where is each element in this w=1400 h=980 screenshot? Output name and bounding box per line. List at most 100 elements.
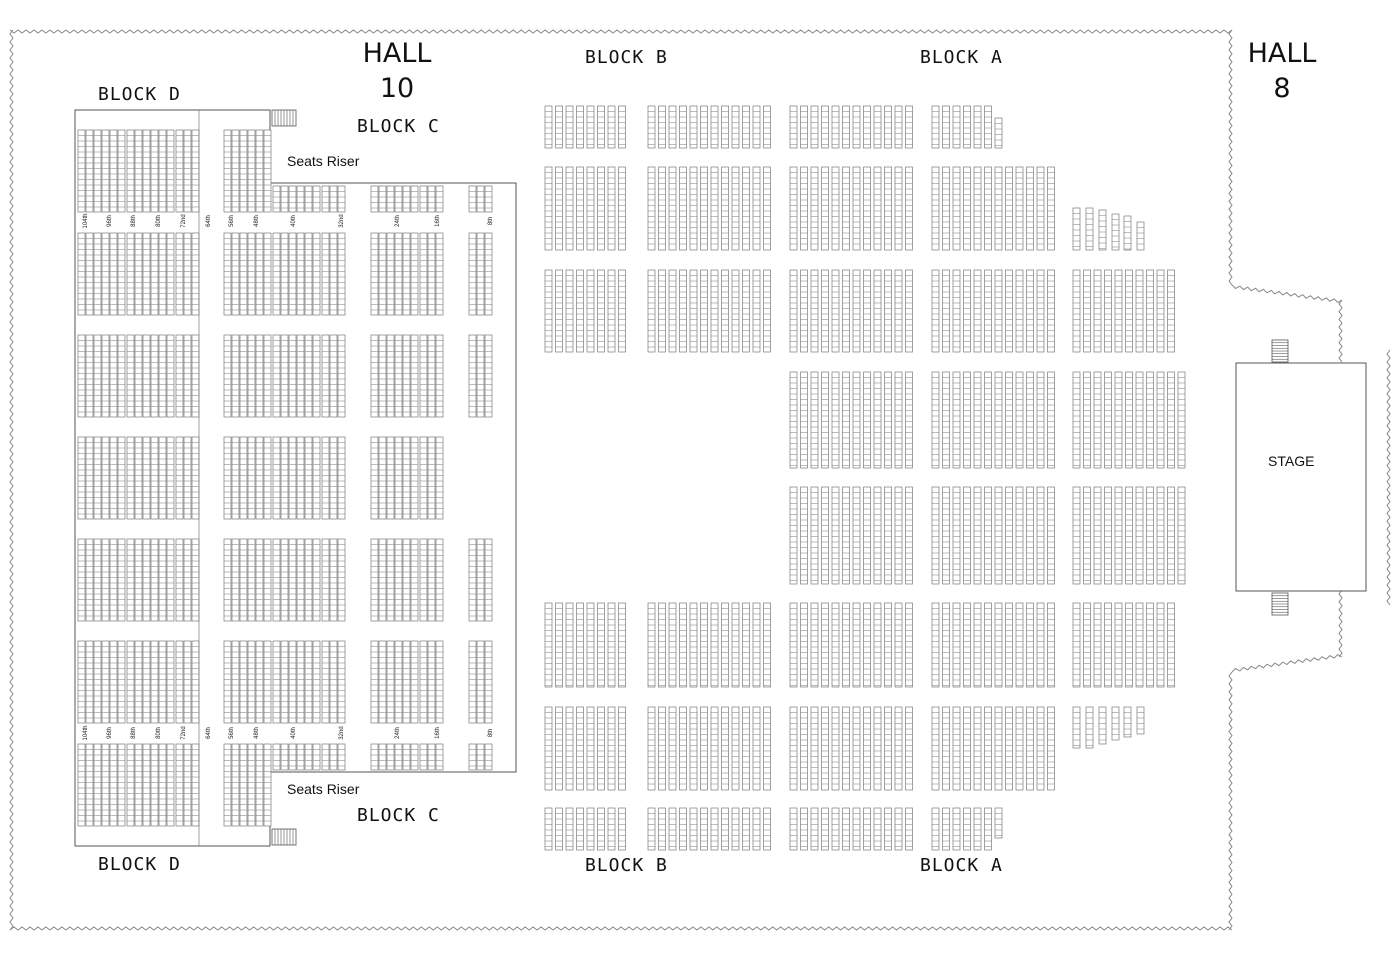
- seat-column: [109, 334, 118, 418]
- seat-column: [321, 743, 330, 771]
- seat-column: [1093, 269, 1102, 353]
- seat-column: [394, 232, 403, 316]
- seat-dividers: [411, 238, 418, 311]
- seat-column: [183, 232, 192, 316]
- seat-dividers: [984, 712, 992, 785]
- seat-column-frame: [419, 743, 428, 771]
- seat-column-frame: [321, 232, 330, 316]
- seat-column: [544, 105, 553, 149]
- block-c-top-label[interactable]: BLOCK C: [357, 116, 440, 137]
- seat-dividers: [974, 172, 981, 245]
- seat-dividers: [1124, 221, 1131, 250]
- seat-column: [1005, 166, 1013, 251]
- block-d-bottom-label[interactable]: BLOCK D: [98, 854, 181, 875]
- seat-column: [166, 334, 175, 418]
- seat-column-frame: [394, 334, 403, 418]
- seat-column: [296, 185, 305, 213]
- seat-dividers: [135, 749, 142, 822]
- seat-dividers: [811, 377, 818, 466]
- block-b-bottom-label[interactable]: BLOCK B: [585, 855, 668, 876]
- seat-column: [255, 538, 264, 622]
- seat-dividers: [576, 275, 584, 348]
- seat-dividers: [86, 340, 93, 413]
- seat-dividers: [127, 749, 134, 822]
- row-number-label: 56th: [229, 215, 235, 227]
- seat-dividers: [790, 608, 797, 686]
- seat-column: [468, 232, 477, 316]
- block-c-bottom-label[interactable]: BLOCK C: [357, 805, 440, 826]
- seat-dividers: [224, 646, 231, 719]
- seat-dividers: [436, 646, 443, 719]
- seat-column-frame: [77, 743, 86, 827]
- seat-column-frame: [402, 538, 411, 622]
- seat-column-frame: [1072, 207, 1081, 251]
- seat-column: [942, 269, 950, 353]
- seat-dividers: [379, 340, 386, 413]
- seat-column: [435, 334, 444, 418]
- seat-dividers: [151, 340, 158, 413]
- seat-dividers: [742, 712, 750, 785]
- block-b-top-label[interactable]: BLOCK B: [585, 47, 668, 68]
- block-a-top-label[interactable]: BLOCK A: [920, 47, 1003, 68]
- seat-column: [984, 269, 992, 353]
- block-d-c-seating: [77, 110, 493, 846]
- seat-column-frame: [565, 706, 574, 791]
- seat-column: [304, 436, 313, 520]
- seat-column: [1135, 269, 1144, 353]
- seat-dividers: [135, 544, 142, 617]
- seat-column-frame: [1083, 602, 1091, 688]
- seat-column: [263, 538, 272, 622]
- seat-column: [710, 602, 719, 688]
- seat-column: [150, 334, 159, 418]
- block-d-top-label[interactable]: BLOCK D: [98, 84, 181, 105]
- seat-dividers: [313, 544, 320, 617]
- seat-column-frame: [134, 538, 143, 622]
- seat-dividers: [566, 172, 573, 245]
- seat-column-frame: [852, 269, 861, 353]
- seat-dividers: [753, 172, 760, 245]
- seat-column: [468, 538, 477, 622]
- seat-column-frame: [597, 807, 605, 851]
- seat-dividers: [832, 813, 839, 847]
- seat-dividers: [742, 608, 750, 686]
- seat-dividers: [995, 492, 1002, 581]
- seat-column: [842, 105, 850, 149]
- seat-column: [1098, 706, 1107, 745]
- seat-column: [1005, 269, 1013, 353]
- seat-column-frame: [410, 232, 419, 316]
- seat-column-frame: [183, 334, 192, 418]
- seat-dividers: [403, 340, 410, 413]
- seat-dividers: [110, 238, 117, 311]
- seat-column: [191, 743, 200, 827]
- seat-column-frame: [280, 334, 289, 418]
- seat-column: [647, 706, 656, 791]
- seat-column-frame: [329, 334, 338, 418]
- seat-dividers: [86, 749, 93, 822]
- seat-dividers: [264, 238, 271, 311]
- seat-dividers: [232, 135, 239, 208]
- block-a-bottom-label[interactable]: BLOCK A: [920, 855, 1003, 876]
- row-number-label: 88th: [131, 215, 137, 227]
- seat-column: [158, 538, 167, 622]
- seat-dividers: [1136, 377, 1143, 466]
- seat-column: [576, 166, 584, 251]
- seat-column: [831, 807, 840, 851]
- seat-column: [337, 538, 346, 622]
- seat-column-frame: [231, 640, 240, 724]
- seat-column-frame: [134, 334, 143, 418]
- seat-column-frame: [223, 129, 232, 213]
- seat-column-frame: [679, 602, 687, 688]
- seat-dividers: [1137, 227, 1144, 245]
- seat-column: [576, 269, 584, 353]
- seat-dividers: [1125, 377, 1133, 466]
- seat-dividers: [874, 275, 881, 348]
- seat-dividers: [984, 813, 992, 847]
- seat-column-frame: [1177, 486, 1186, 585]
- seat-column-frame: [1098, 706, 1107, 745]
- seat-dividers: [94, 238, 101, 311]
- seat-column-frame: [329, 743, 338, 771]
- seat-column-frame: [410, 436, 419, 520]
- seat-column: [710, 166, 719, 251]
- seat-dividers: [232, 238, 239, 311]
- seat-dividers: [387, 749, 394, 767]
